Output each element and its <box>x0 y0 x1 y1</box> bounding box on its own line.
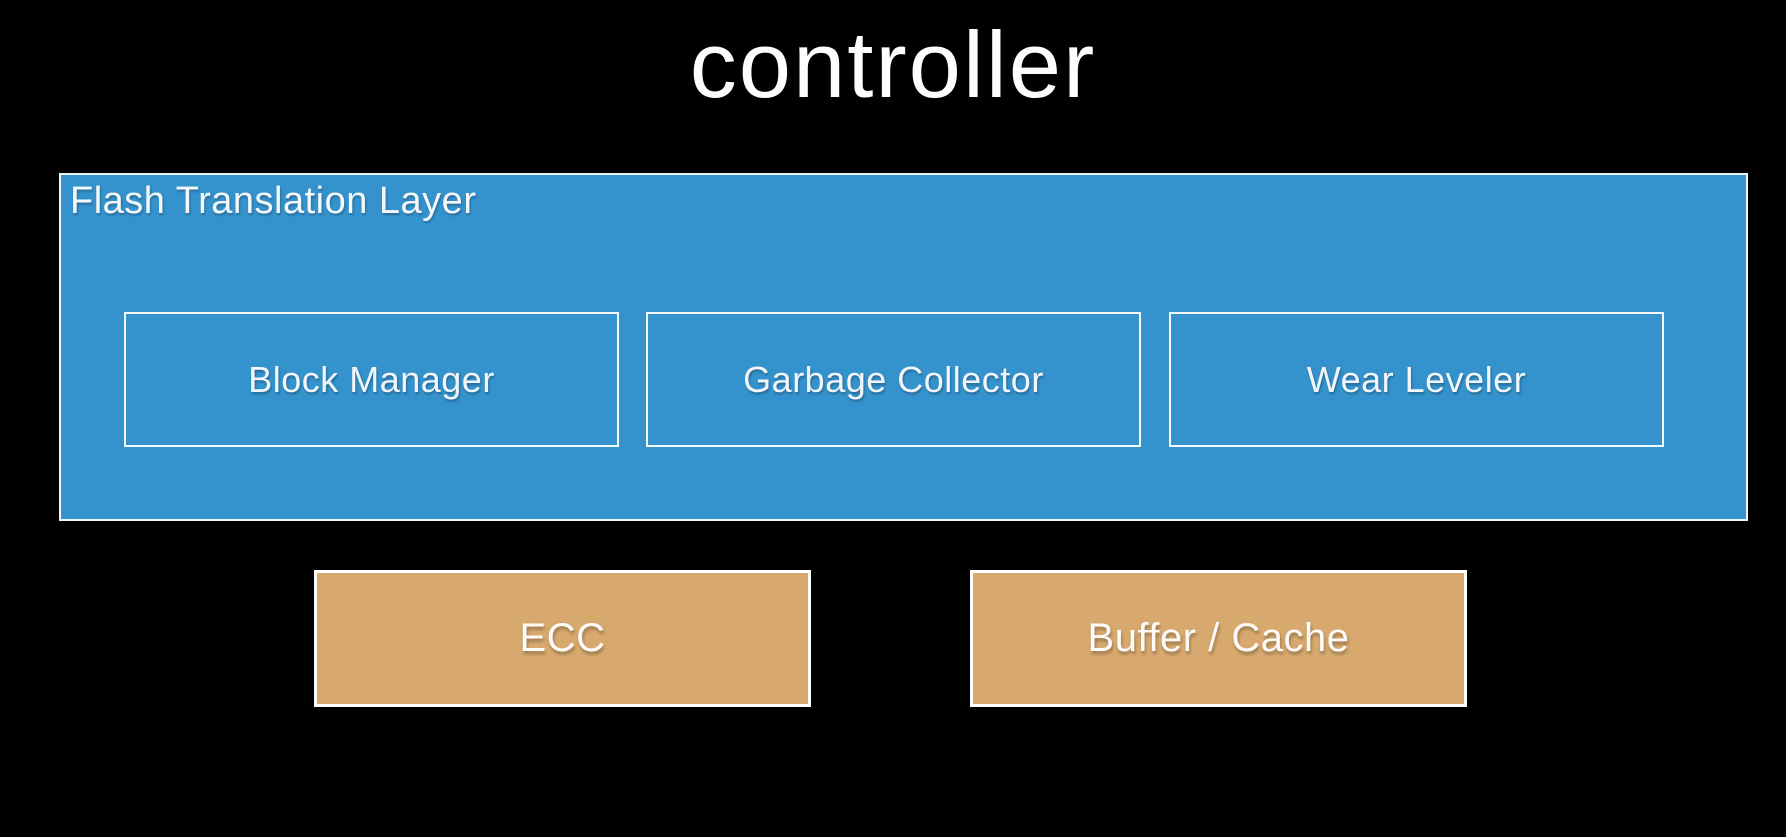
garbage-collector-label: Garbage Collector <box>743 358 1044 400</box>
ecc-box: ECC <box>314 570 811 707</box>
block-manager-box: Block Manager <box>124 312 619 447</box>
buffer-cache-label: Buffer / Cache <box>1087 616 1350 660</box>
buffer-cache-box: Buffer / Cache <box>970 570 1467 707</box>
wear-leveler-box: Wear Leveler <box>1169 312 1664 447</box>
block-manager-label: Block Manager <box>248 358 495 400</box>
slide-title: controller <box>689 12 1097 117</box>
wear-leveler-label: Wear Leveler <box>1306 358 1527 400</box>
flash-translation-layer-box: Flash Translation Layer Block Manager Ga… <box>59 173 1748 521</box>
flash-translation-layer-label: Flash Translation Layer <box>70 180 477 222</box>
ecc-label: ECC <box>519 616 606 660</box>
garbage-collector-box: Garbage Collector <box>646 312 1141 447</box>
